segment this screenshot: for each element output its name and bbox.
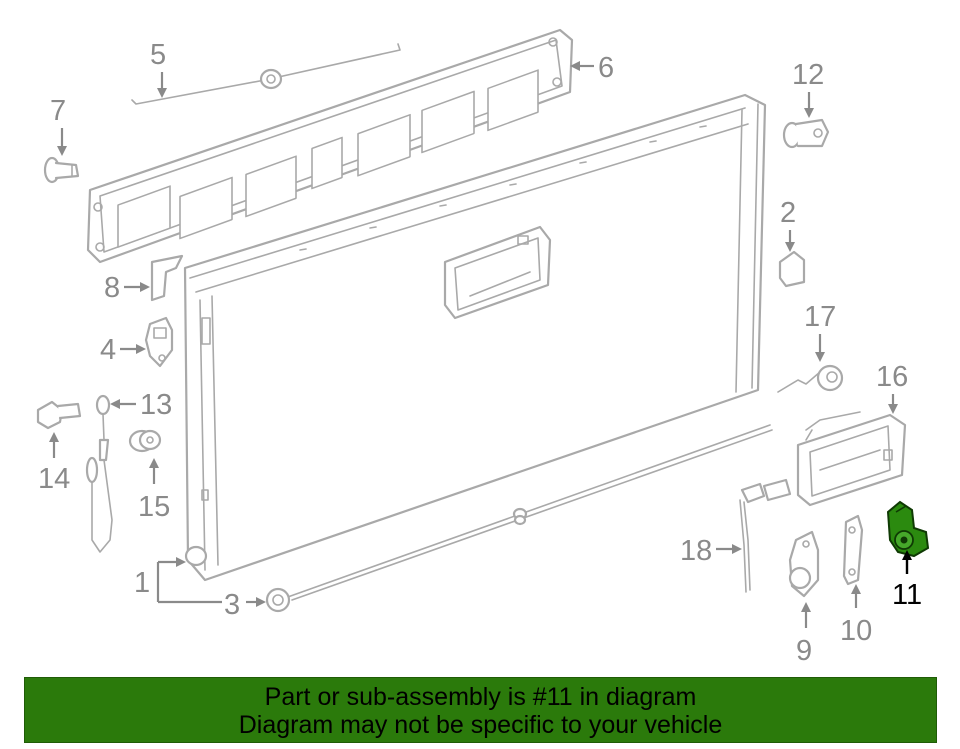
- callout-2: 2: [780, 197, 796, 229]
- part-5-cable[interactable]: [131, 43, 401, 105]
- callout-10: 10: [840, 615, 872, 647]
- info-banner: Part or sub-assembly is #11 in diagram D…: [24, 677, 937, 743]
- callout-18: 18: [680, 535, 712, 567]
- callout-7: 7: [50, 95, 66, 127]
- part-4-bracket[interactable]: [144, 316, 174, 368]
- callout-4: 4: [100, 334, 116, 366]
- part-6-panel[interactable]: [86, 28, 574, 264]
- banner-line-2: Diagram may not be specific to your vehi…: [238, 711, 723, 739]
- callout-6: 6: [598, 52, 614, 84]
- part-2-bumper[interactable]: [778, 250, 806, 288]
- part-17-clip[interactable]: [777, 364, 844, 393]
- callout-14: 14: [38, 463, 70, 495]
- latch-rod[interactable]: [284, 424, 773, 601]
- callout-3: 3: [224, 589, 240, 621]
- banner-line-1: Part or sub-assembly is #11 in diagram: [264, 683, 697, 711]
- callout-1: 1: [134, 567, 150, 599]
- tailgate-shell[interactable]: [183, 93, 767, 582]
- callout-15: 15: [138, 491, 170, 523]
- callouts: 5 6 7 12 2 8 4 17 16 13 14 15 18: [38, 39, 922, 667]
- callout-13: 13: [140, 389, 172, 421]
- part-7-bolt[interactable]: [43, 156, 80, 184]
- callout-8: 8: [104, 272, 120, 304]
- part-12-pin[interactable]: [782, 118, 830, 149]
- part-13-cable[interactable]: [85, 394, 113, 553]
- part-3-bushing[interactable]: [265, 587, 291, 613]
- part-10-link[interactable]: [842, 514, 864, 586]
- part-9-latch[interactable]: [788, 530, 820, 598]
- callout-5: 5: [150, 39, 166, 71]
- part-18-harness[interactable]: [739, 478, 792, 593]
- callout-17: 17: [804, 301, 836, 333]
- part-15-nut[interactable]: [128, 429, 162, 453]
- callout-16: 16: [876, 361, 908, 393]
- part-8-bracket[interactable]: [150, 254, 184, 302]
- part-11-highlighted[interactable]: [886, 500, 930, 558]
- callout-12: 12: [792, 59, 824, 91]
- part-16-handle[interactable]: [796, 411, 907, 507]
- callout-11: 11: [892, 579, 922, 611]
- callout-9: 9: [796, 635, 812, 667]
- part-14-bolt[interactable]: [36, 400, 82, 430]
